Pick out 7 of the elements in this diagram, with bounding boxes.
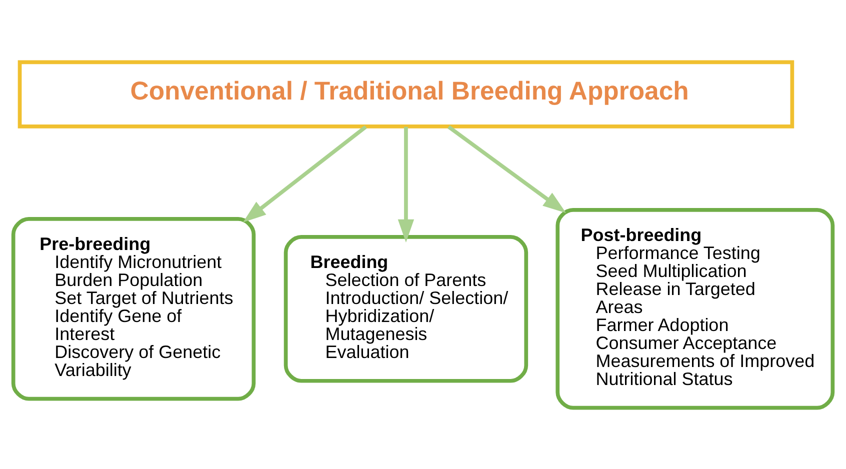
node-box: Post-breeding Performance Testing Seed Multiplication Release in Targeted Areas Farmer Adoption Consumer Acceptance Measurements of Improved Nutritional Status [556,208,835,410]
node-box: Pre-breeding Identify Micronutrient Burden Population Set Target of Nutrients Identify Gene of Interest Discovery of Genetic Variability [11,216,256,400]
node-box: Breeding Selection of Parents Introduction/ Selection/ Hybridization/ Mutagenesis Evaluation [284,234,528,382]
node-box: Conventional / Traditional Breeding Approach [18,60,794,128]
arrow [448,124,566,212]
arrow [398,126,414,242]
arrow [242,124,367,222]
